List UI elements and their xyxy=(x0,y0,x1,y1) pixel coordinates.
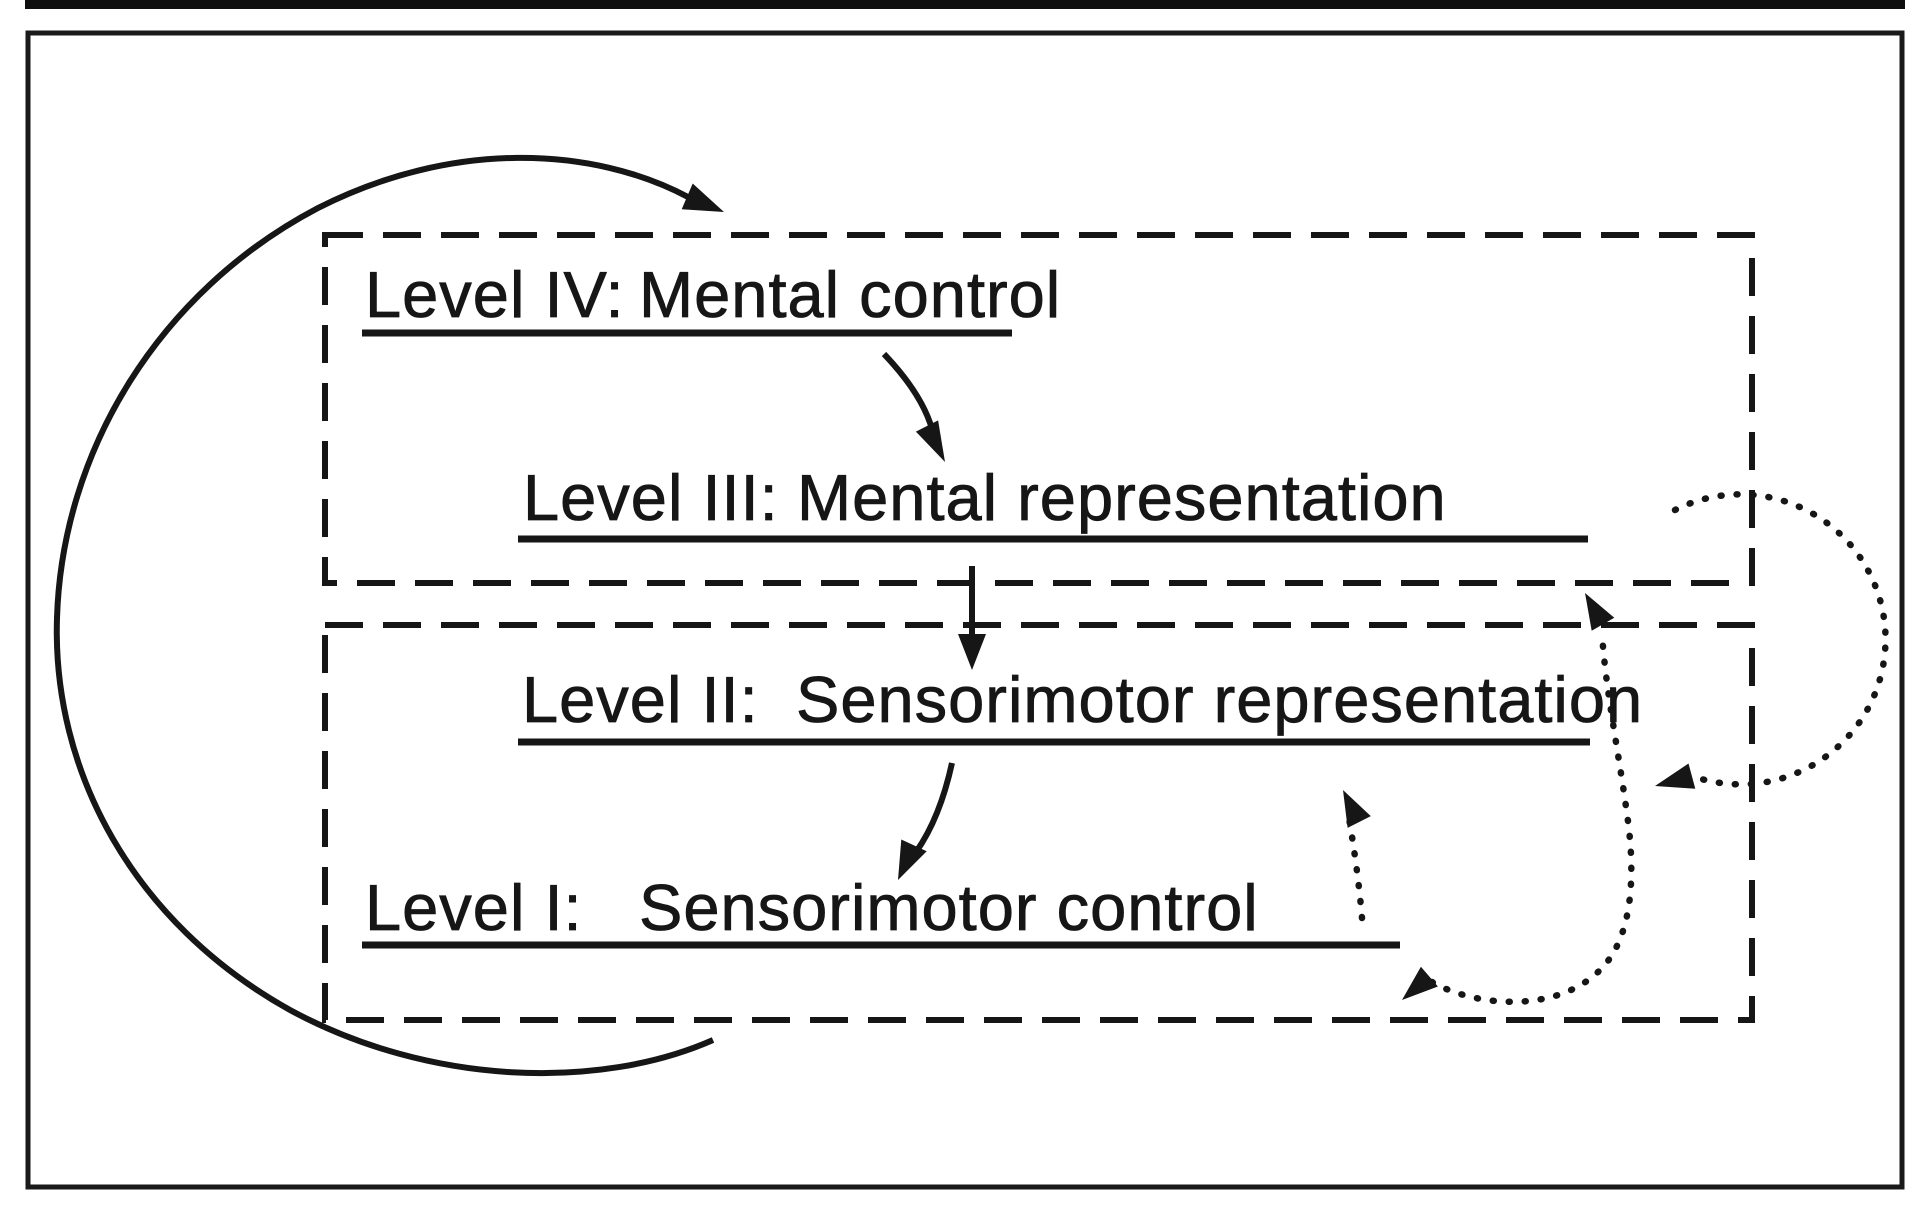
feedback-loop-left-curve xyxy=(53,154,715,1077)
dotted-arc-up-arrowhead-icon xyxy=(1343,790,1371,828)
dotted-parenthesis-bottom-arrowhead-icon xyxy=(1402,966,1438,1000)
level4-title: Mental control xyxy=(639,258,1061,331)
level1-prefix: Level I: xyxy=(365,871,583,944)
arrowheads xyxy=(681,183,1696,1000)
level4-prefix: Level IV: xyxy=(365,258,625,331)
upper-dashed-box-mental-levels xyxy=(322,232,1755,586)
underlines xyxy=(362,329,1590,949)
level4-heading: Level IV:Mental control xyxy=(365,258,1061,331)
dotted-circle-loop xyxy=(1671,491,1889,788)
arrow-level4-to-level3-head-icon xyxy=(915,420,945,462)
arrow-level2-to-level1-shaft xyxy=(913,762,955,854)
scan-edge-strip xyxy=(25,0,1905,9)
feedback-loop-left-arrowhead-icon xyxy=(681,183,724,212)
dotted-circle-arrowhead-icon xyxy=(1655,763,1696,789)
dotted-feedback-curves xyxy=(1345,491,1889,1005)
arrow-level4-to-level3-shaft xyxy=(881,351,937,438)
level3-prefix: Level III: xyxy=(523,461,779,534)
level2-heading: Level II: Sensorimotor representation xyxy=(522,663,1643,736)
dotted-parenthesis-top-arrowhead-icon xyxy=(1585,593,1615,631)
outer-frame xyxy=(25,30,1905,1190)
level1-heading: Level I: Sensorimotor control xyxy=(365,871,1259,944)
arrow-level2-to-level1-head-icon xyxy=(898,839,927,880)
dotted-arc-level1-to-level2 xyxy=(1345,814,1366,922)
level3-heading: Level III:Mental representation xyxy=(523,461,1447,534)
level-headings: Level IV:Mental control Level III:Mental… xyxy=(365,258,1643,945)
lower-dashed-box-sensorimotor-levels xyxy=(322,622,1755,1023)
level3-title: Mental representation xyxy=(797,461,1447,534)
level2-title: Sensorimotor representation xyxy=(796,663,1643,736)
arrow-level3-to-level2-head-icon xyxy=(958,634,986,670)
level1-title: Sensorimotor control xyxy=(639,871,1259,944)
dashed-boxes xyxy=(322,232,1755,1023)
level2-prefix: Level II: xyxy=(522,663,759,736)
